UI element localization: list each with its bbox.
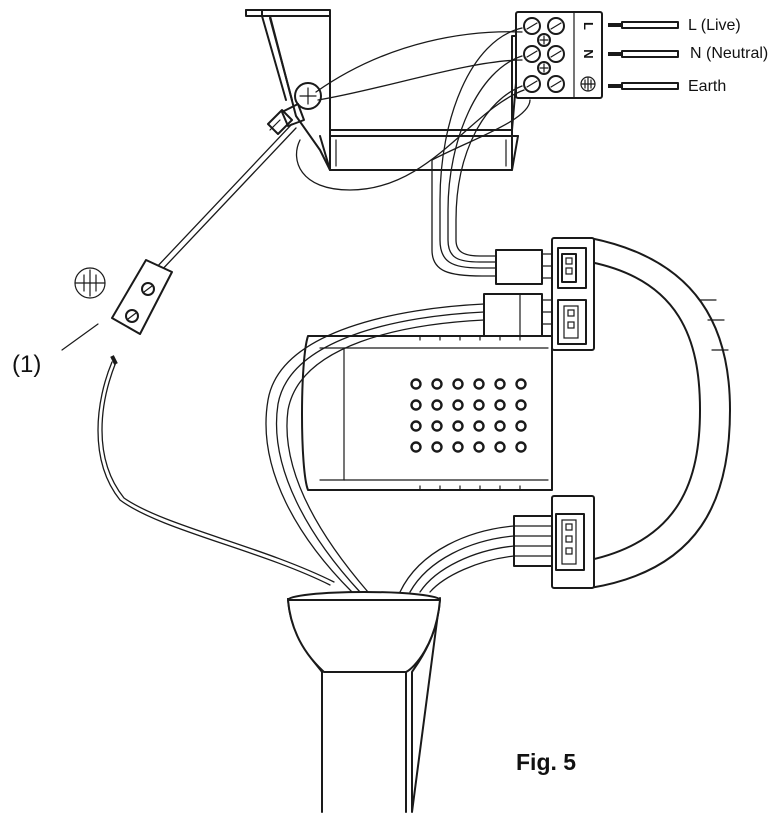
vent-hole bbox=[410, 399, 422, 411]
receiver-housing bbox=[551, 237, 731, 589]
bracket-earth-screw bbox=[281, 82, 322, 127]
vent-hole bbox=[431, 441, 443, 453]
mains-wires bbox=[608, 21, 679, 90]
terminal-l-mark: L bbox=[581, 22, 596, 30]
vent-holes bbox=[410, 378, 527, 453]
vent-hole bbox=[473, 441, 485, 453]
vent-hole bbox=[431, 399, 443, 411]
earth-symbol-icon bbox=[580, 76, 596, 92]
vent-hole bbox=[494, 420, 506, 432]
plug-connectors bbox=[483, 249, 553, 567]
earth-symbol-icon bbox=[74, 267, 106, 299]
vent-hole bbox=[515, 378, 527, 390]
vent-hole bbox=[431, 378, 443, 390]
vent-hole bbox=[410, 378, 422, 390]
vent-hole bbox=[410, 441, 422, 453]
vent-hole bbox=[494, 399, 506, 411]
live-wire-label: L (Live) bbox=[688, 17, 741, 34]
terminal-to-receiver-wires bbox=[431, 27, 531, 277]
receiver-wires bbox=[265, 303, 515, 593]
neutral-wire-label: N (Neutral) bbox=[690, 45, 768, 62]
vent-hole bbox=[515, 441, 527, 453]
canopy-and-downrod bbox=[287, 591, 441, 813]
vent-hole bbox=[431, 420, 443, 432]
vent-hole bbox=[473, 420, 485, 432]
loose-earth-wire bbox=[97, 355, 335, 586]
vent-hole bbox=[452, 441, 464, 453]
earth-wires-to-screw bbox=[295, 31, 525, 191]
terminal-n-mark: N bbox=[581, 49, 596, 58]
earth-connector-block bbox=[111, 259, 173, 335]
vent-hole bbox=[515, 399, 527, 411]
vent-hole bbox=[452, 378, 464, 390]
vent-hole bbox=[452, 399, 464, 411]
vent-hole bbox=[494, 441, 506, 453]
terminal-block: L N bbox=[515, 11, 603, 99]
callout-leader bbox=[61, 323, 99, 351]
vent-hole bbox=[410, 420, 422, 432]
vent-hole bbox=[452, 420, 464, 432]
vent-hole bbox=[473, 378, 485, 390]
mounting-bracket bbox=[245, 9, 521, 171]
earth-wire-label: Earth bbox=[688, 78, 726, 95]
earth-lead bbox=[153, 109, 297, 275]
vent-hole bbox=[473, 399, 485, 411]
figure-caption: Fig. 5 bbox=[516, 749, 576, 775]
vent-hole bbox=[515, 420, 527, 432]
vent-hole bbox=[494, 378, 506, 390]
receiver-body bbox=[301, 335, 553, 491]
callout-label: (1) bbox=[12, 351, 41, 378]
